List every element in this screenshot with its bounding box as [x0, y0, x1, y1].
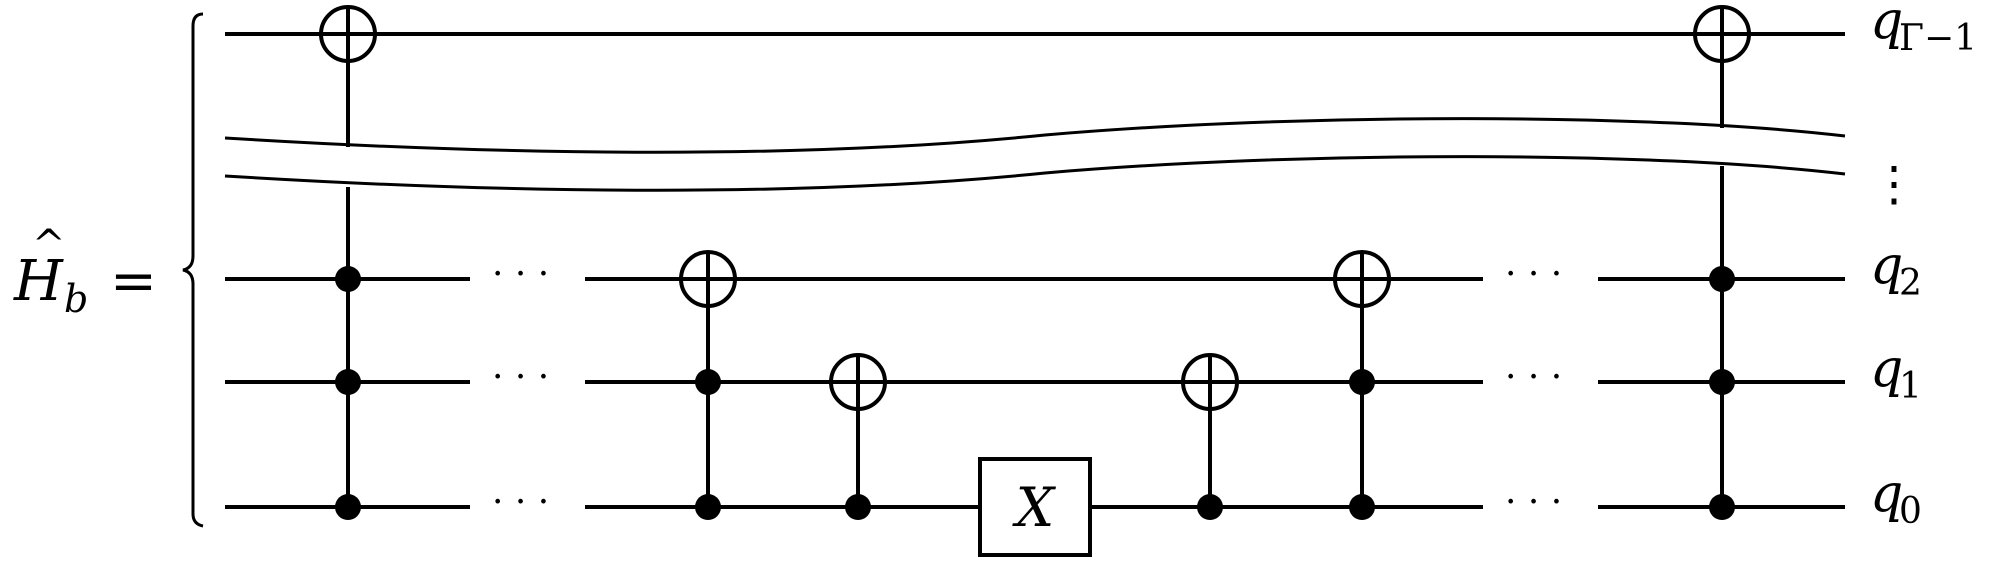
label-base: q: [1870, 339, 1903, 399]
x-gate: X: [978, 457, 1092, 557]
wire-labels: q Γ−1 ⋮ q 2 q 1 q 0: [1870, 0, 1977, 532]
control-dot: [335, 494, 361, 520]
cnot-gate-2: [1181, 353, 1239, 520]
mcx-gate-left: [319, 5, 377, 520]
x-gate-label: X: [1012, 476, 1057, 539]
control-dot: [1709, 369, 1735, 395]
control-dot: [1709, 266, 1735, 292]
left-brace: [182, 12, 204, 528]
control-dot: [1349, 494, 1375, 520]
control-dot: [845, 494, 871, 520]
control-dot: [695, 494, 721, 520]
label-subscript: 0: [1899, 491, 1922, 532]
control-dot: [695, 369, 721, 395]
equation-lhs: H ^ b =: [13, 222, 157, 321]
control-dot: [1197, 494, 1223, 520]
vertical-ellipsis: ⋮: [1870, 156, 1918, 212]
label-q2: q 2: [1870, 236, 1922, 304]
label-base: q: [1870, 0, 1903, 51]
horizontal-ellipses: · · · · · · · · · · · · · · · · · ·: [492, 254, 1562, 523]
toffoli-gate-1: [679, 250, 737, 520]
hat-accent: ^: [32, 222, 66, 268]
label-subscript: 1: [1899, 366, 1922, 407]
control-dot: [1709, 494, 1735, 520]
mcx-gate-right: [1693, 5, 1751, 520]
hamiltonian-symbol: H: [13, 249, 64, 314]
ellipsis-q0-right: · · ·: [1505, 482, 1562, 523]
ellipsis-q1-left: · · ·: [492, 357, 549, 398]
label-subscript: 2: [1899, 263, 1922, 304]
label-q1: q 1: [1870, 339, 1922, 407]
toffoli-gate-2: [1333, 250, 1391, 520]
label-subscript: Γ−1: [1899, 18, 1977, 59]
wire-break: [224, 117, 1846, 192]
control-dot: [1349, 369, 1375, 395]
label-base: q: [1870, 236, 1903, 296]
cnot-gate-1: [829, 353, 887, 520]
ellipsis-q2-left: · · ·: [492, 254, 549, 295]
ellipsis-q2-right: · · ·: [1505, 254, 1562, 295]
hamiltonian-subscript: b: [64, 277, 88, 321]
label-q-gamma: q Γ−1: [1870, 0, 1977, 59]
equals-sign: =: [110, 249, 157, 314]
label-q0: q 0: [1870, 464, 1922, 532]
label-base: q: [1870, 464, 1903, 524]
ellipsis-q0-left: · · ·: [492, 482, 549, 523]
ellipsis-q1-right: · · ·: [1505, 357, 1562, 398]
control-dot: [335, 369, 361, 395]
control-dot: [335, 266, 361, 292]
